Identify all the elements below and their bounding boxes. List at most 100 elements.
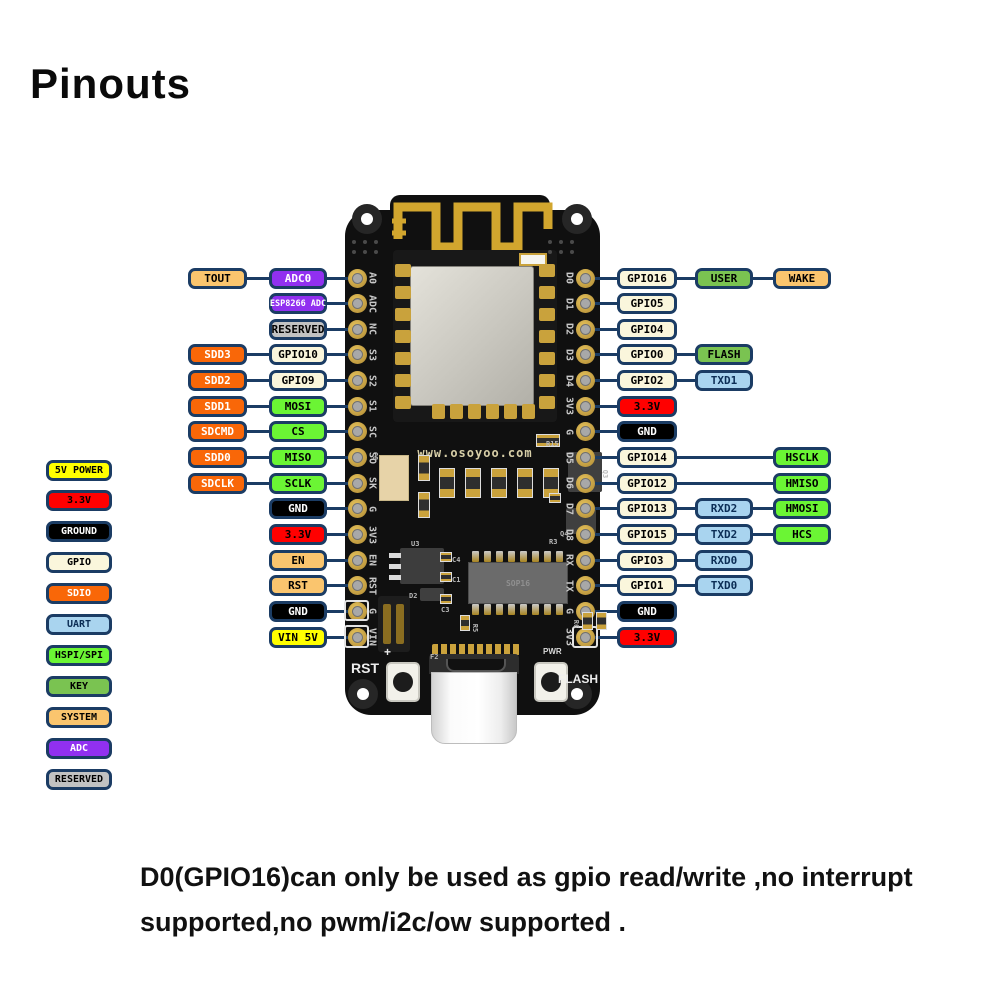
connector-line — [675, 353, 697, 357]
pin-label-en: EN — [269, 549, 327, 571]
smd-component — [491, 468, 507, 498]
connector-line — [675, 379, 697, 383]
footnote-line-2: supported,no pwm/i2c/ow supported . — [140, 907, 627, 937]
pin-hole-s2-left — [347, 371, 367, 391]
silkscreen-g-left: G — [366, 505, 378, 512]
connector-line — [245, 379, 271, 383]
smd-component — [549, 493, 561, 503]
connector-line — [594, 584, 619, 588]
silkscreen-sc-left: SC — [366, 425, 378, 438]
pin-label-gpio4: GPIO4 — [617, 318, 677, 340]
connector-line — [245, 353, 271, 357]
connector-line — [325, 404, 351, 408]
pin-hole-d8-right — [575, 525, 595, 544]
connector-line — [594, 635, 619, 639]
pin-label-gpio15: GPIO15 — [617, 524, 677, 545]
pin-label-esp8266-adc: ESP8266 ADC — [269, 293, 327, 315]
component-ref-c8: C8 — [371, 451, 380, 461]
component-ref-r15: R15 — [546, 440, 559, 448]
module-pad-left — [395, 286, 411, 299]
connector-line — [594, 533, 619, 536]
component-ref-c1: C1 — [452, 576, 461, 584]
module-pad-right — [539, 374, 555, 387]
smd-component — [418, 492, 430, 518]
pin-label-adc0: ADC0 — [269, 267, 327, 289]
power-led-label: PWR — [543, 647, 562, 656]
power-pad-outline — [344, 625, 369, 648]
connector-line — [594, 327, 619, 331]
connector-line — [325, 327, 351, 331]
pin-label-reserved: RESERVED — [269, 318, 327, 340]
legend-uart: UART — [46, 614, 112, 635]
silkscreen-3v3-right: 3V3 — [563, 397, 575, 416]
silkscreen-tx-right: TX — [563, 579, 575, 592]
chip-pin — [484, 604, 491, 615]
chip-pin — [532, 604, 539, 615]
connector-line — [245, 276, 271, 280]
connector-line — [325, 481, 351, 485]
legend-reserved: RESERVED — [46, 768, 112, 790]
module-pad-right — [539, 286, 555, 299]
connector-line — [675, 533, 697, 536]
usb-pad-strip — [432, 644, 520, 655]
chip-pin — [520, 551, 527, 562]
connector-line — [325, 276, 351, 280]
pin-hole-d0-right — [575, 268, 595, 288]
chip-pin — [532, 551, 539, 562]
smd-component — [517, 468, 533, 498]
footnote-line-1: D0(GPIO16)can only be used as gpio read/… — [140, 862, 913, 892]
connector-line — [594, 609, 619, 613]
pin-label-gpio13: GPIO13 — [617, 498, 677, 520]
battery-connector — [378, 596, 410, 652]
pin-hole-s3-left — [347, 345, 367, 365]
pin-label-gnd: GND — [617, 600, 677, 622]
pin-label-rxd2: RXD2 — [695, 498, 753, 520]
silkscreen-website: www.osoyoo.com — [417, 446, 533, 460]
regulator-leg — [389, 553, 401, 558]
silkscreen-a0-left: A0 — [366, 271, 378, 285]
chip-pin — [472, 551, 479, 562]
module-pad-bottom — [522, 404, 535, 419]
smd-component — [440, 594, 452, 604]
via-dot — [570, 250, 574, 254]
connector-line — [675, 558, 697, 562]
pin-label-sdd0: SDD0 — [188, 447, 247, 469]
pin-label-flash: FLASH — [695, 344, 753, 366]
pin-label-tout: TOUT — [188, 267, 247, 289]
pin-hole-g-left — [347, 499, 367, 519]
via-dot — [374, 250, 378, 254]
component-ref-c4: C4 — [452, 556, 461, 564]
via-dot — [570, 240, 574, 244]
pin-label-3-3v: 3.3V — [617, 395, 677, 417]
silkscreen-s1-left: S1 — [366, 400, 378, 413]
silkscreen-s2-left: S2 — [366, 374, 378, 387]
connector-line — [675, 276, 697, 280]
silkscreen-d3-right: D3 — [563, 348, 575, 361]
component-ref-f2: F2 — [430, 653, 439, 661]
chip-pin — [556, 604, 563, 615]
pin-hole-d4-right — [575, 371, 595, 391]
connector-line — [594, 507, 619, 511]
silkscreen-adc-left: ADC — [366, 294, 378, 313]
silkscreen-g-right: G — [563, 428, 575, 435]
component-ref-u3: U3 — [411, 540, 420, 548]
smd-component — [440, 572, 452, 582]
flash-button — [534, 662, 568, 702]
silkscreen-d4-right: D4 — [563, 374, 575, 387]
silkscreen-en-left: EN — [366, 554, 378, 567]
connector-line — [245, 430, 271, 434]
smd-component — [465, 468, 481, 498]
reset-button — [386, 662, 420, 702]
pin-label-user: USER — [695, 267, 753, 289]
silkscreen-d7-right: D7 — [563, 502, 575, 515]
connector-line — [751, 507, 775, 511]
silkscreen-s3-left: S3 — [366, 348, 378, 361]
pin-label-hmiso: HMISO — [773, 472, 831, 494]
pin-hole-d7-right — [575, 499, 595, 519]
chip-pin — [496, 604, 503, 615]
pin-hole-3v3-right — [575, 396, 595, 416]
pin-hole-d2-right — [575, 319, 595, 339]
mount-hole-top-left — [352, 204, 382, 234]
pin-hole-g-right — [575, 422, 595, 442]
chip-pin — [496, 551, 503, 562]
